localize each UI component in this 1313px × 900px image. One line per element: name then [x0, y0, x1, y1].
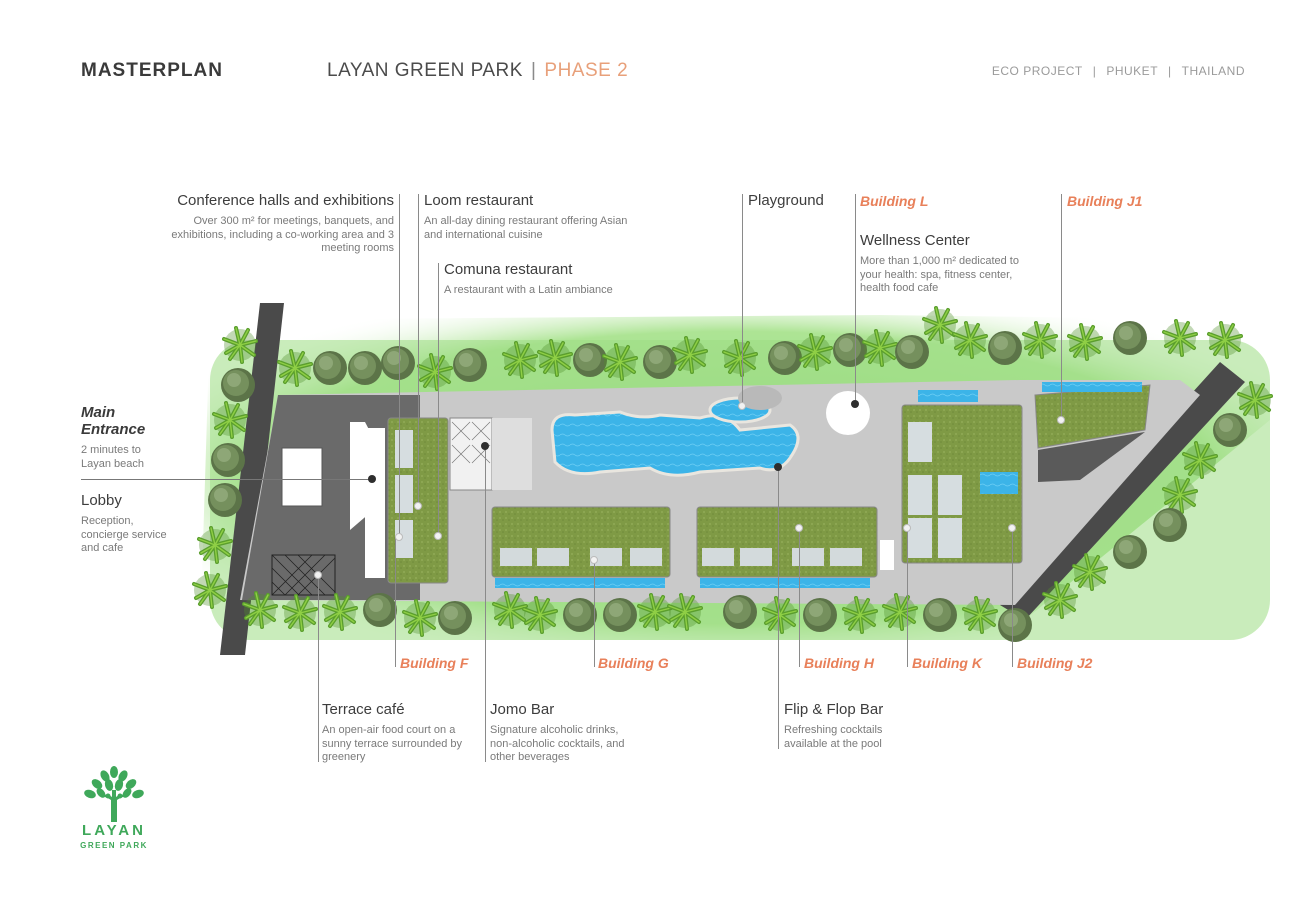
marker-building-h: [795, 524, 803, 532]
marker-building-g: [590, 556, 598, 564]
label-flip-flop-bar: Flip & Flop Bar Refreshing cocktails ava…: [784, 701, 904, 751]
brand-logo: LAYAN GREEN PARK: [78, 766, 150, 850]
marker-building-k: [903, 524, 911, 532]
loom-desc: An all-day dining restaurant offering As…: [424, 215, 628, 241]
meta-location: PHUKET: [1106, 64, 1159, 78]
label-building-l: Building L: [860, 193, 929, 209]
leader-line-lobby: [81, 479, 373, 480]
leader-line-jomo: [485, 448, 486, 762]
flipflop-desc: Refreshing cocktails available at the po…: [784, 724, 883, 750]
marker-lobby: [368, 475, 376, 483]
label-building-f: Building F: [400, 655, 469, 671]
leader-line-conference: [399, 194, 400, 540]
conference-title: Conference halls and exhibitions: [177, 192, 394, 209]
lobby-desc: Reception, concierge service and cafe: [81, 515, 167, 554]
lobby-title: Lobby: [81, 492, 122, 509]
main-entrance-desc: 2 minutes to Layan beach: [81, 444, 144, 470]
leader-line-building-l: [855, 194, 856, 404]
wellness-title: Wellness Center: [860, 232, 970, 249]
label-building-h: Building H: [804, 655, 874, 671]
leader-line-flipflop: [778, 467, 779, 749]
label-terrace-cafe: Terrace café An open-air food court on a…: [322, 701, 472, 765]
leader-line-playground: [742, 194, 743, 408]
leader-line-building-f: [395, 537, 396, 667]
label-comuna: Comuna restaurant A restaurant with a La…: [444, 261, 664, 298]
title-separator: |: [530, 60, 537, 81]
label-building-j2: Building J2: [1017, 655, 1093, 671]
leader-line-building-j2: [1012, 528, 1013, 667]
flipflop-title: Flip & Flop Bar: [784, 701, 884, 718]
site-plan-map: [192, 303, 1273, 655]
label-jomo-bar: Jomo Bar Signature alcoholic drinks, non…: [490, 701, 640, 765]
tree-logo-icon: [84, 766, 144, 822]
marker-terrace: [314, 571, 322, 579]
marker-building-j1: [1057, 416, 1065, 424]
page-title: MASTERPLAN: [81, 60, 223, 81]
main-entrance-title-1: Main: [81, 404, 116, 421]
terrace-desc: An open-air food court on a sunny terrac…: [322, 724, 463, 763]
label-conference: Conference halls and exhibitions Over 30…: [144, 192, 394, 256]
leader-line-comuna: [438, 263, 439, 538]
marker-flipflop: [774, 463, 782, 471]
label-building-j1: Building J1: [1067, 193, 1143, 209]
marker-jomo: [481, 442, 489, 450]
jomo-desc: Signature alcoholic drinks, non-alcoholi…: [490, 724, 625, 763]
comuna-title: Comuna restaurant: [444, 261, 573, 278]
leader-line-building-h: [799, 528, 800, 667]
label-playground: Playground: [748, 192, 824, 209]
label-lobby: Lobby Reception, concierge service and c…: [81, 492, 181, 556]
marker-playground: [738, 402, 746, 410]
label-main-entrance: Main Entrance 2 minutes to Layan beach: [81, 404, 191, 471]
wellness-desc: More than 1,000 m² dedicated to your hea…: [860, 255, 1019, 294]
meta-eco: ECO PROJECT: [991, 64, 1083, 78]
conference-desc: Over 300 m² for meetings, banquets, and …: [171, 215, 394, 254]
jomo-title: Jomo Bar: [490, 701, 555, 718]
leader-line-terrace: [318, 576, 319, 762]
leader-line-building-j1: [1061, 194, 1062, 420]
terrace-title: Terrace café: [322, 701, 405, 718]
marker-conference: [395, 533, 403, 541]
marker-wellness: [851, 400, 859, 408]
label-wellness: Wellness Center More than 1,000 m² dedic…: [860, 232, 1040, 296]
project-name: LAYAN GREEN PARK: [327, 60, 523, 81]
marker-comuna: [434, 532, 442, 540]
label-loom: Loom restaurant An all-day dining restau…: [424, 192, 634, 242]
label-building-g: Building G: [598, 655, 669, 671]
logo-name: LAYAN: [82, 822, 146, 839]
comuna-desc: A restaurant with a Latin ambiance: [444, 284, 613, 296]
main-entrance-title-2: Entrance: [81, 421, 146, 438]
project-meta: ECO PROJECT|PHUKET|THAILAND: [991, 64, 1245, 78]
meta-country: THAILAND: [1181, 64, 1245, 78]
leader-line-building-g: [594, 560, 595, 667]
label-building-k: Building K: [912, 655, 982, 671]
marker-loom: [414, 502, 422, 510]
loom-title: Loom restaurant: [424, 192, 534, 209]
leader-line-building-k: [907, 528, 908, 667]
playground-title: Playground: [748, 192, 824, 209]
leader-line-loom: [418, 194, 419, 510]
logo-subname: GREEN PARK: [80, 841, 148, 850]
marker-building-j2: [1008, 524, 1016, 532]
phase-label: PHASE 2: [544, 60, 629, 81]
project-title: LAYAN GREEN PARK | PHASE 2: [327, 60, 628, 82]
